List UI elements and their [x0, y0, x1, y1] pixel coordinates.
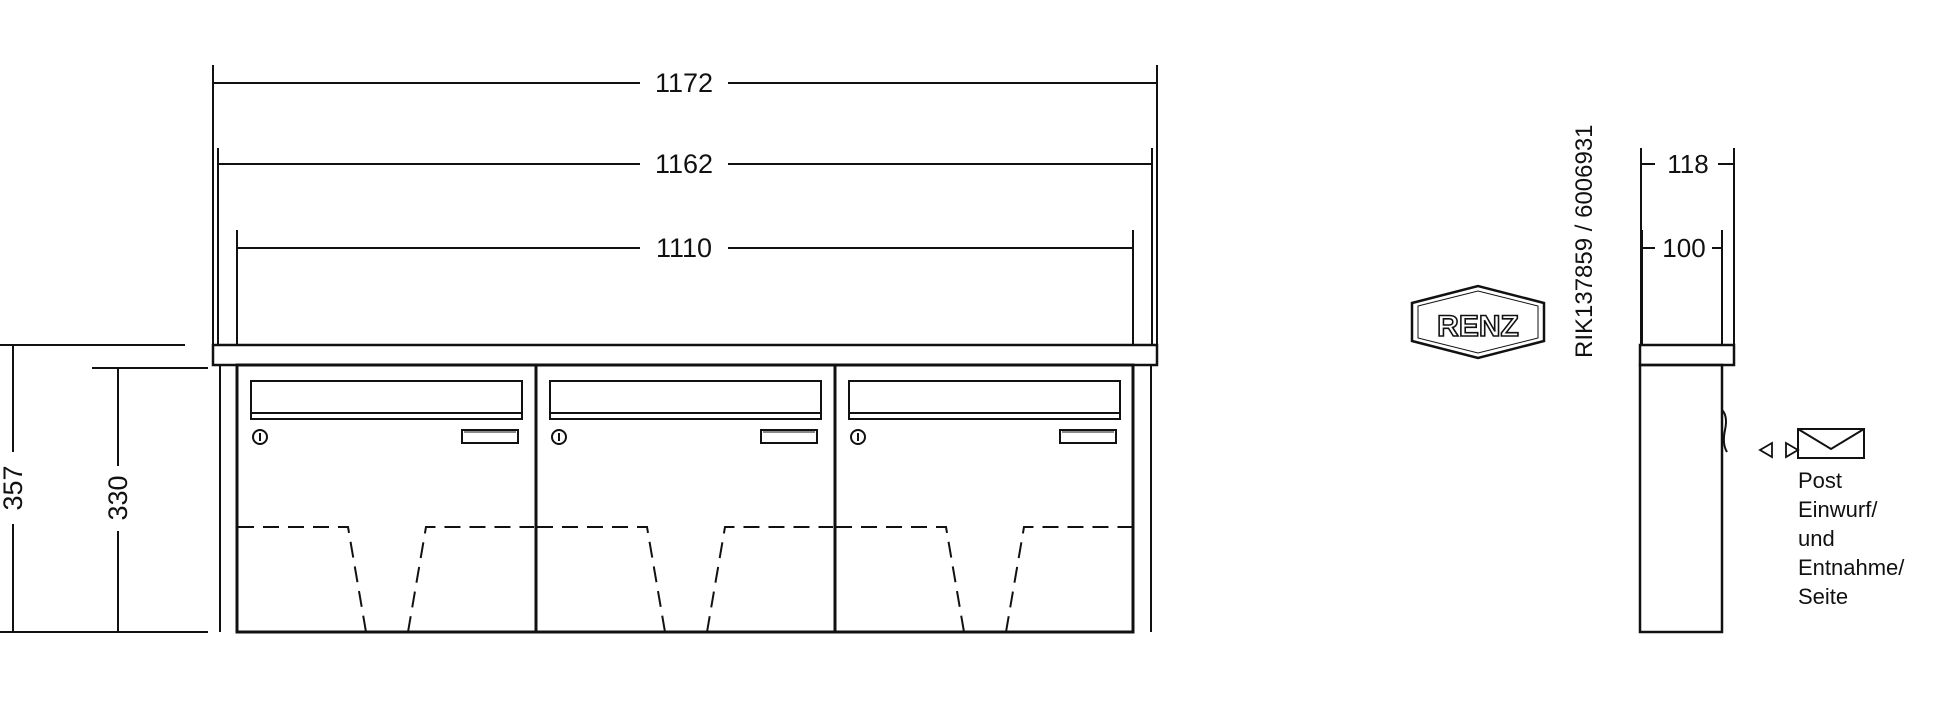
envelope-icon [1797, 428, 1865, 459]
legend: Post Einwurf/ und Entnahme/ Seite [1758, 428, 1911, 609]
dim-overall-height: 357 [0, 465, 28, 510]
door-hidden-line [238, 526, 534, 633]
legend-line: Seite [1798, 584, 1848, 609]
name-plate [461, 429, 519, 444]
legend-line: und [1798, 526, 1835, 551]
dim-cover-width: 1162 [655, 149, 713, 179]
cover-plate [211, 343, 1159, 367]
article-number: RIK137859 / 6006931 [1571, 124, 1598, 358]
mailbox-body [235, 363, 1135, 634]
mailbox-unit-2 [537, 380, 833, 633]
name-plate [760, 429, 818, 444]
side-body [1638, 363, 1724, 634]
door-hidden-line [836, 526, 1132, 633]
side-handle [1721, 409, 1728, 453]
lock-icon [551, 429, 567, 445]
legend-text: Post Einwurf/ und Entnahme/ Seite [1798, 468, 1911, 609]
lock-icon [252, 429, 268, 445]
legend-line: Entnahme/ [1798, 555, 1905, 580]
name-plate [1059, 429, 1117, 444]
front-view [0, 65, 1159, 634]
renz-logo: RENZ [1410, 284, 1546, 360]
legend-line: Post [1798, 468, 1842, 493]
dim-body-height: 330 [103, 475, 133, 520]
dim-side-body-depth: 100 [1662, 233, 1705, 263]
logo-text: RENZ [1437, 310, 1519, 343]
letter-slot [549, 380, 822, 420]
door-hidden-line [537, 526, 833, 633]
lock-icon [850, 429, 866, 445]
double-arrow-icon [1758, 441, 1800, 459]
logo-hexagon-inner [1417, 290, 1539, 354]
logo-hexagon [1410, 284, 1546, 360]
mailbox-unit-1 [238, 380, 534, 633]
dim-body-width: 1110 [656, 233, 712, 263]
mailbox-unit-3 [836, 380, 1132, 633]
dim-overall-width: 1172 [655, 68, 713, 98]
dim-side-overall-depth: 118 [1667, 149, 1708, 179]
legend-line: Einwurf/ [1798, 497, 1878, 522]
side-cover-plate [1638, 343, 1736, 367]
side-view [1638, 148, 1736, 634]
letter-slot [848, 380, 1121, 420]
letter-slot [250, 380, 523, 420]
